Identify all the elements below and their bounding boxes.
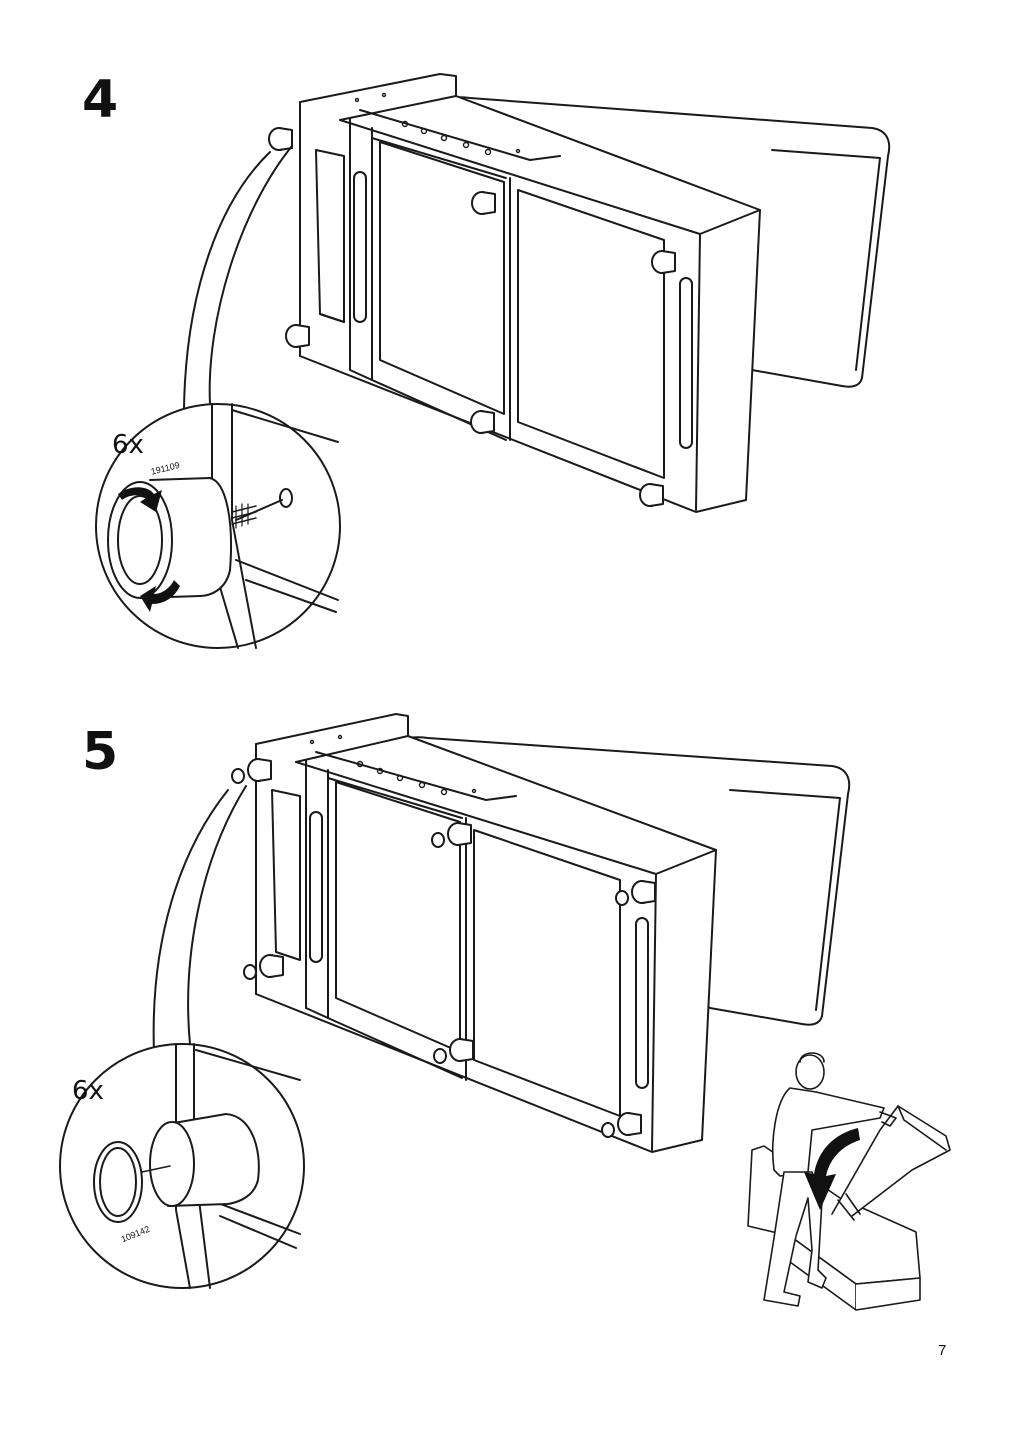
- feet-with-caps: [232, 759, 655, 1137]
- step-5-part-number: 109142: [119, 1223, 152, 1245]
- step-4-quantity: 6x: [112, 430, 144, 460]
- page-number: 7: [938, 1342, 947, 1359]
- step-5-quantity: 6x: [72, 1076, 104, 1106]
- step-5-number: 5: [82, 722, 119, 782]
- step-5-detail-callout: [60, 786, 304, 1288]
- person-tilting-sofa-upright-icon: [748, 1053, 950, 1310]
- rotate-screw-in-icon: [118, 487, 180, 612]
- sofa-frame-5: [256, 714, 716, 1152]
- step-4-number: 4: [82, 70, 119, 130]
- step-4-illustration: [0, 0, 1012, 700]
- feet: [269, 128, 675, 506]
- backrest-cushion-5: [398, 737, 849, 1024]
- tilt-direction-arrow-icon: [804, 1128, 860, 1210]
